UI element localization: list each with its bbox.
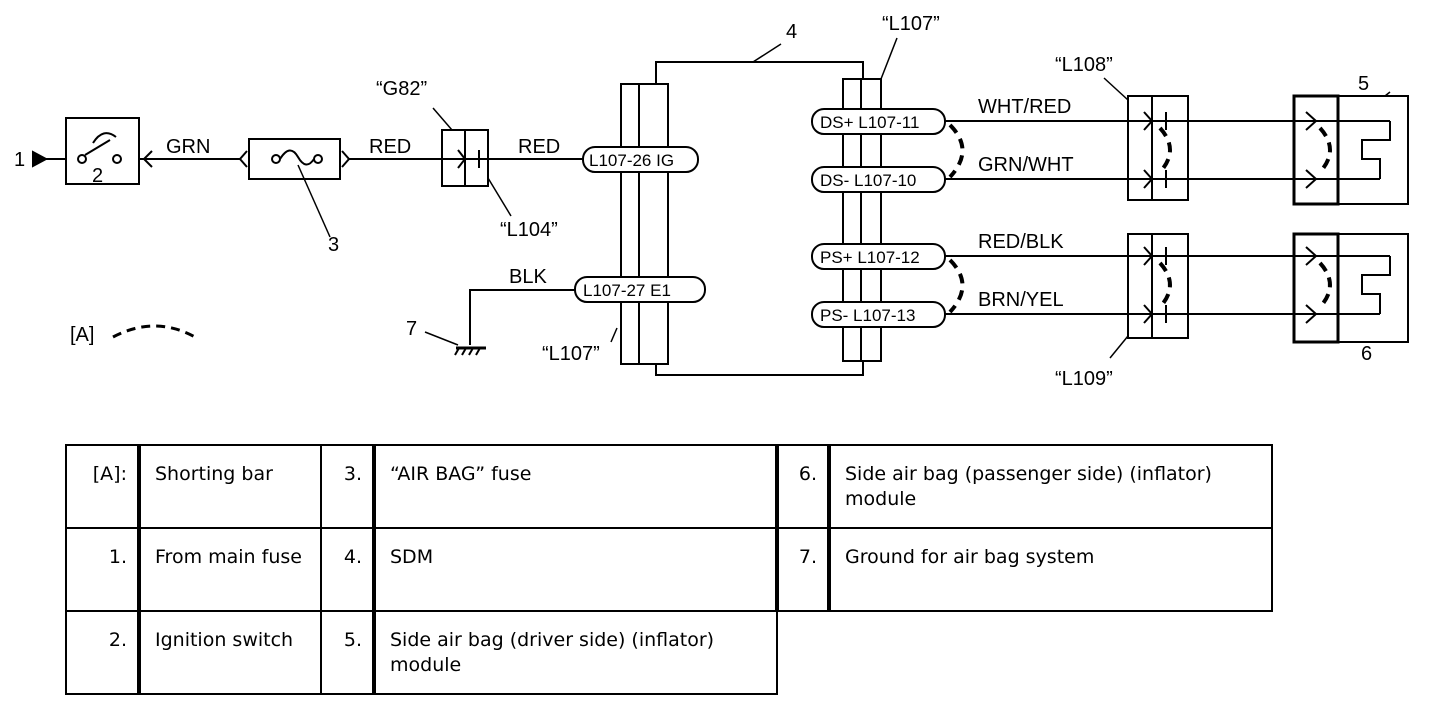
wire-label-blk: BLK — [509, 266, 547, 288]
l107-left-connector — [620, 83, 669, 365]
wire-label-brn-yel: BRN/YEL — [978, 289, 1064, 311]
shorting-bar-ref-label: [A] — [70, 324, 94, 346]
pin-label-e1: L107-27 E1 — [583, 281, 671, 300]
callout-3: 3 — [328, 234, 339, 256]
pin-label-ds-plus: DS+ L107-11 — [820, 113, 919, 132]
l108-connector — [1127, 95, 1189, 201]
wire-label-red-right: RED — [518, 136, 560, 158]
wire-label-red-left: RED — [369, 136, 411, 158]
legend-text-driver-module: Side air bag (driver side) (inflator) mo… — [372, 610, 778, 695]
legend-text-sdm: SDM — [372, 527, 778, 612]
legend-key-5: 5. — [320, 610, 375, 695]
callout-6: 6 — [1361, 343, 1372, 365]
input-arrow-icon — [32, 150, 49, 168]
callout-5: 5 — [1358, 73, 1369, 95]
legend-text-air-bag-fuse: “AIR BAG” fuse — [372, 444, 778, 529]
callout-2: 2 — [92, 165, 103, 187]
connector-label-l107-top: “L107” — [882, 13, 940, 35]
pin-label-ig: L107-26 IG — [589, 151, 674, 170]
legend-key-a: [A]: — [65, 444, 140, 529]
legend-key-1: 1. — [65, 527, 140, 612]
legend-key-7: 7. — [775, 527, 830, 612]
legend-key-6: 6. — [775, 444, 830, 529]
legend-text-shorting-bar: Shorting bar — [137, 444, 322, 529]
legend-key-4: 4. — [320, 527, 375, 612]
legend-key-3: 3. — [320, 444, 375, 529]
callout-7: 7 — [406, 318, 417, 340]
connector-label-g82: “G82” — [376, 78, 427, 100]
legend-table: [A]: Shorting bar 3. “AIR BAG” fuse 6. S… — [65, 444, 1273, 695]
callout-4: 4 — [786, 21, 797, 43]
l109-connector — [1127, 233, 1189, 339]
legend-text-main-fuse: From main fuse — [137, 527, 322, 612]
connector-label-l108: “L108” — [1055, 54, 1113, 76]
pin-ig-oval — [582, 146, 699, 173]
module-6-body — [1337, 233, 1409, 343]
legend-text-passenger-module: Side air bag (passenger side) (inflator)… — [827, 444, 1273, 529]
legend-row: 2. Ignition switch 5. Side air bag (driv… — [65, 610, 1272, 695]
module-5-body — [1337, 95, 1409, 205]
wire-label-grn: GRN — [166, 136, 210, 158]
connector-label-l109: “L109” — [1055, 368, 1113, 390]
callout-1: 1 — [14, 149, 25, 171]
wiring-diagram: 1 2 3 4 5 6 7 “G82” “L104” “L107” “L107”… — [14, 13, 1409, 390]
pin-label-ps-minus: PS- L107-13 — [820, 306, 915, 325]
air-bag-fuse-box — [248, 138, 341, 180]
module-6-connector — [1292, 232, 1340, 344]
shorting-bar-legend-icon — [112, 324, 196, 339]
connector-label-l104: “L104” — [500, 219, 558, 241]
legend-row: [A]: Shorting bar 3. “AIR BAG” fuse 6. S… — [65, 444, 1273, 529]
wire-label-wht-red: WHT/RED — [978, 96, 1071, 118]
pin-label-ds-minus: DS- L107-10 — [820, 171, 916, 190]
wire-label-red-blk: RED/BLK — [978, 231, 1064, 253]
ignition-switch-box — [65, 117, 140, 185]
legend-row: 1. From main fuse 4. SDM 7. Ground for a… — [65, 527, 1273, 612]
pin-label-ps-plus: PS+ L107-12 — [820, 248, 920, 267]
wire-label-grn-wht: GRN/WHT — [978, 154, 1074, 176]
legend-empty-cell — [829, 611, 1272, 694]
connector-label-l107-bottom: “L107” — [542, 343, 600, 365]
legend-empty-cell — [777, 611, 829, 694]
legend-text-ground: Ground for air bag system — [827, 527, 1273, 612]
legend-text-ignition-switch: Ignition switch — [137, 610, 322, 695]
legend-key-2: 2. — [65, 610, 140, 695]
